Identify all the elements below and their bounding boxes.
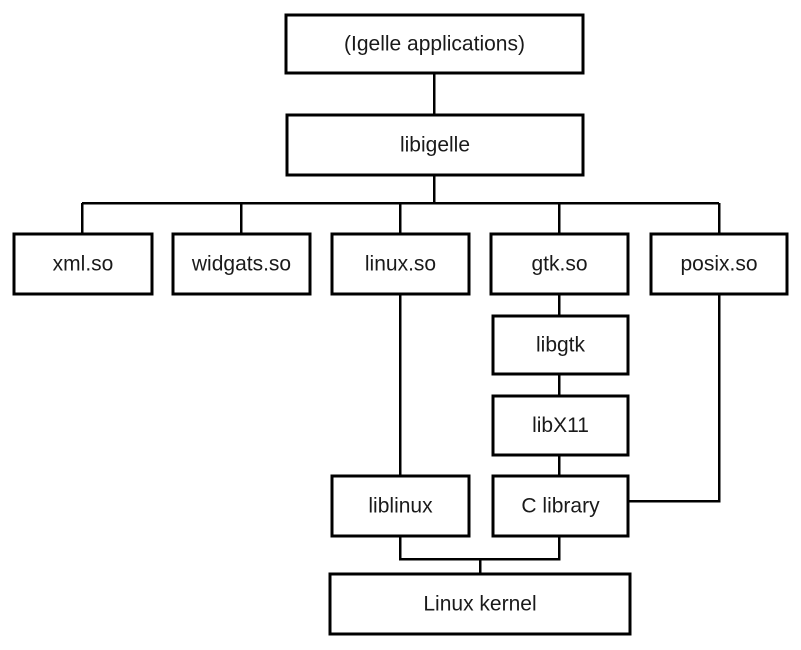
edge-layer [80,73,721,574]
node-label-libx11: libX11 [532,414,589,437]
node-box-linux-so[interactable] [330,232,471,296]
node-box-c-library[interactable] [491,474,630,538]
edge-posix-so-to-c-library [628,294,721,503]
node-box-widgats-so[interactable] [171,232,312,296]
node-label-gtk-so: gtk.so [531,253,587,276]
node-label-linux-so: linux.so [365,253,436,276]
node-linux-so[interactable]: linux.so [330,232,471,296]
node-libx11[interactable]: libX11 [491,394,630,457]
node-layer: (Igelle applications) libigelle xml.so widg… [12,13,789,636]
node-box-posix-so[interactable] [649,232,789,296]
node-liblinux[interactable]: liblinux [330,474,471,538]
node-label-linux-kernel: Linux kernel [423,593,536,616]
node-box-igelle-applications[interactable] [284,13,585,75]
node-libigelle[interactable]: libigelle [285,113,585,177]
node-label-widgats-so: widgats.so [191,253,291,276]
node-box-libx11[interactable] [491,394,630,457]
node-c-library[interactable]: C library [491,474,630,538]
node-box-gtk-so[interactable] [489,232,630,296]
node-igelle-applications[interactable]: (Igelle applications) [284,13,585,75]
node-box-linux-kernel[interactable] [328,572,632,636]
node-box-liblinux[interactable] [330,474,471,538]
edge-liblinux-to-kernel [398,536,561,561]
node-box-libgtk[interactable] [491,314,630,376]
node-gtk-so[interactable]: gtk.so [489,232,630,296]
node-label-libgtk: libgtk [536,334,586,357]
node-label-libigelle: libigelle [400,134,470,157]
node-label-c-library: C library [521,495,600,518]
node-box-xml-so[interactable] [12,232,154,296]
node-widgats-so[interactable]: widgats.so [171,232,312,296]
node-label-igelle-applications: (Igelle applications) [344,33,525,56]
node-box-libigelle[interactable] [285,113,585,177]
node-libgtk[interactable]: libgtk [491,314,630,376]
node-posix-so[interactable]: posix.so [649,232,789,296]
node-linux-kernel[interactable]: Linux kernel [328,572,632,636]
node-label-posix-so: posix.so [680,253,757,276]
node-label-xml-so: xml.so [53,253,114,276]
node-xml-so[interactable]: xml.so [12,232,154,296]
node-label-liblinux: liblinux [368,495,433,518]
